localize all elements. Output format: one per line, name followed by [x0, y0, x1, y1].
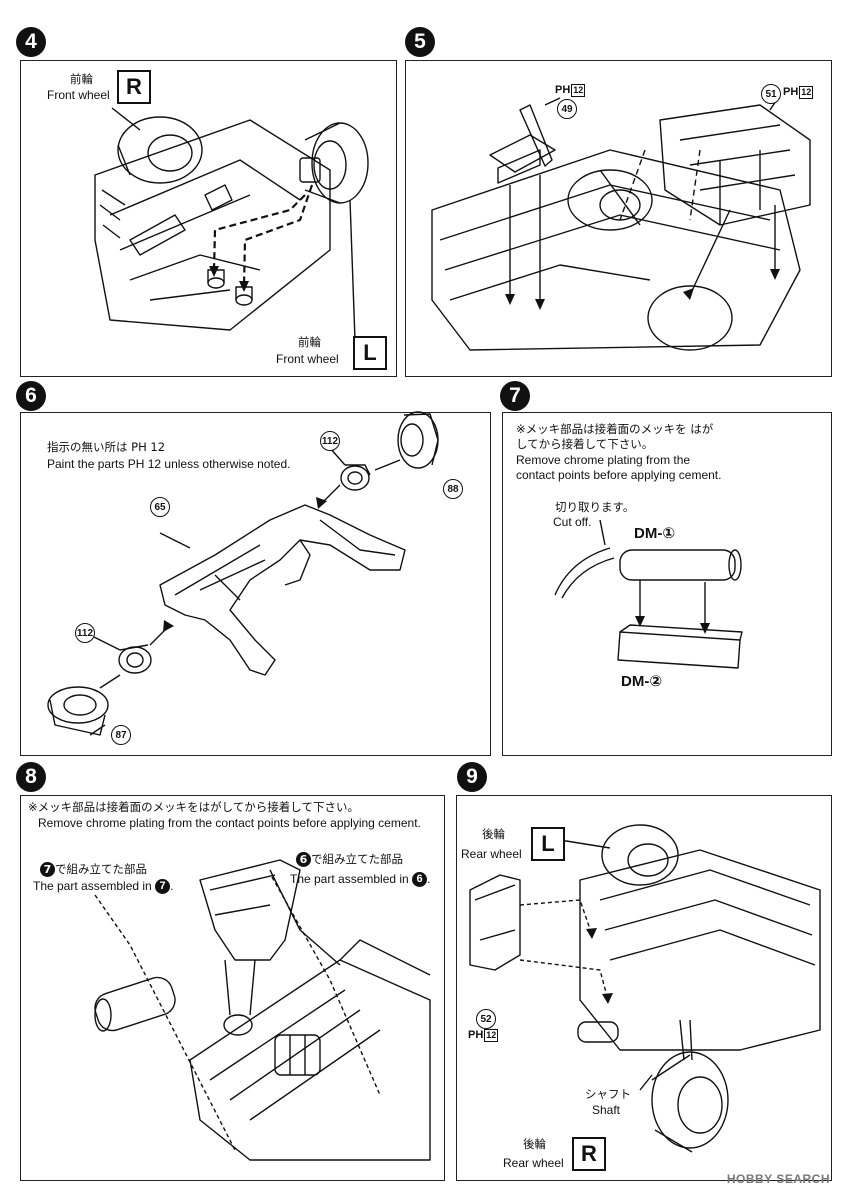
- step-9-shaft-jp: シャフト: [585, 1087, 631, 1101]
- step-9-ph-num: 12: [484, 1029, 499, 1042]
- step-6-number: 6: [16, 381, 46, 411]
- step-5-ph-a-prefix: PH: [555, 84, 571, 96]
- step-6-note-en: Paint the parts PH 12 unless otherwise n…: [47, 457, 291, 471]
- step-4-l-label-jp: 前輪: [298, 335, 321, 349]
- watermark: HOBBY SEARCH: [726, 1172, 830, 1186]
- step-4-chassis-drawing: [94, 107, 369, 341]
- step-7-note-jp: ※メッキ部品は接着面のメッキを はがしてから接着して下さい。: [516, 422, 714, 451]
- step-8-ref-7-icon-b: 7: [155, 879, 171, 895]
- step-7-note-en-1: Remove chrome plating from the: [516, 453, 691, 467]
- step-4-l-box: L: [353, 336, 387, 370]
- step-4-l-label-en: Front wheel: [276, 352, 339, 366]
- step-6-panel: [20, 412, 491, 756]
- step-6-part-65: 65: [150, 497, 170, 517]
- step-7-cut-en: Cut off.: [553, 515, 592, 529]
- step-8-note-en: Remove chrome plating from the contact p…: [38, 816, 421, 830]
- step-8-right-en: The part assembled in 6.: [290, 872, 431, 888]
- step-7-note-en-2: contact points before applying cement.: [516, 468, 722, 482]
- step-8-right-en-text: The part assembled in: [290, 872, 409, 886]
- step-8-left-jp-text: で組み立てた部品: [55, 862, 147, 876]
- step-9-chassis-drawing: [469, 824, 821, 1153]
- step-5-ph-b-prefix: PH: [783, 86, 799, 98]
- step-8-note-jp: ※メッキ部品は接着面のメッキをはがしてから接着して下さい。: [28, 800, 359, 814]
- step-6-part-87: 87: [111, 725, 131, 745]
- step-8-left-en: The part assembled in 7.: [33, 879, 174, 895]
- step-8-assembly-drawing: [94, 859, 431, 1161]
- step-9-panel: [456, 795, 832, 1181]
- step-9-r-label-en: Rear wheel: [503, 1156, 564, 1170]
- step-9-r-box: R: [572, 1137, 606, 1171]
- step-6-part-112-left: 112: [75, 623, 95, 643]
- step-4-r-box: R: [117, 70, 151, 104]
- step-8-ref-6-icon: 6: [296, 852, 311, 867]
- step-6-note-jp: 指示の無い所は PH 12: [47, 440, 166, 454]
- step-5-chassis-drawing: [431, 94, 811, 351]
- step-7-number: 7: [500, 381, 530, 411]
- step-9-ph-prefix: PH: [468, 1029, 484, 1041]
- step-7-muffler-drawing: [554, 519, 743, 669]
- step-4-r-label-en: Front wheel: [47, 88, 110, 102]
- step-9-l-label-en: Rear wheel: [461, 847, 522, 861]
- step-5-ph-b-num: 12: [799, 86, 814, 99]
- step-5-part-b: 51: [761, 84, 781, 104]
- step-8-ref-6-icon-b: 6: [412, 872, 428, 888]
- step-8-panel: [20, 795, 445, 1181]
- step-4-number: 4: [16, 27, 46, 57]
- step-8-ref-7-icon: 7: [40, 862, 55, 877]
- step-9-shaft-en: Shaft: [592, 1103, 621, 1117]
- step-7-dm2-label: DM-②: [621, 673, 663, 690]
- step-6-subframe-drawing: [47, 411, 439, 736]
- step-7-dm1-label: DM-①: [634, 525, 676, 542]
- step-9-l-box: L: [531, 827, 565, 861]
- step-9-r-label-jp: 後輪: [523, 1137, 546, 1151]
- step-7-cut-jp: 切り取ります。: [555, 500, 635, 514]
- step-8-left-en-text: The part assembled in: [33, 879, 152, 893]
- step-5-ph-a-num: 12: [571, 84, 586, 97]
- step-9-part-52: 52: [476, 1009, 496, 1029]
- step-9-number: 9: [457, 762, 487, 792]
- step-7-panel: [502, 412, 832, 756]
- step-9-l-label-jp: 後輪: [482, 827, 505, 841]
- step-6-part-88: 88: [443, 479, 463, 499]
- step-6-part-112-right: 112: [320, 431, 340, 451]
- step-8-number: 8: [16, 762, 46, 792]
- step-5-number: 5: [405, 27, 435, 57]
- step-5-part-a: 49: [557, 99, 577, 119]
- step-8-right-jp-text: で組み立てた部品: [311, 852, 403, 866]
- step-4-panel: [20, 60, 397, 377]
- step-4-r-label-jp: 前輪: [70, 72, 93, 86]
